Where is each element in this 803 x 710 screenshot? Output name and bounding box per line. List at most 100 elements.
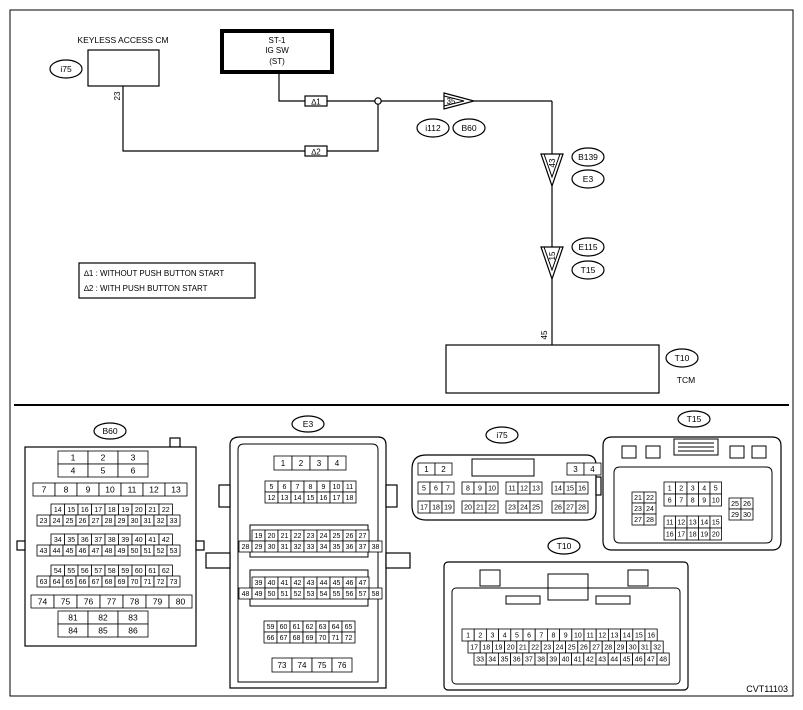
ignition-switch-line2: IG SW xyxy=(265,46,289,55)
e3-housing-outer xyxy=(229,436,387,689)
option-star1-text: ∆1 xyxy=(311,98,321,107)
b60-pin-number: 30 xyxy=(131,518,139,525)
e3-pin-number: 13 xyxy=(281,495,289,502)
e3-pin-number: 26 xyxy=(346,533,354,540)
b60-pin-number: 40 xyxy=(135,537,143,544)
e3-pin-number: 8 xyxy=(309,484,313,491)
t10-pin-number: 12 xyxy=(598,633,606,640)
t10-pin-number: 29 xyxy=(617,645,625,652)
e3-pin-number: 61 xyxy=(293,624,301,631)
t15-pin-cell xyxy=(709,527,722,541)
t15-key-3 xyxy=(729,445,745,459)
i75-pin-cell xyxy=(575,481,589,495)
b60-pin-number: 42 xyxy=(162,537,170,544)
t15-key-4 xyxy=(751,445,767,459)
b60-pin-number: 63 xyxy=(40,579,48,586)
t15-pin-number: 29 xyxy=(731,512,739,519)
e3-pin-number: 71 xyxy=(332,635,340,642)
b60-pin-number: 20 xyxy=(135,507,143,514)
e3-pin-number: 23 xyxy=(307,533,315,540)
t10-pin-number: 14 xyxy=(623,633,631,640)
b60-pin-number: 34 xyxy=(54,537,62,544)
i75-pin-number: 25 xyxy=(532,505,540,512)
t15-pin-number: 1 xyxy=(668,486,672,493)
t10-pin-number: 44 xyxy=(610,657,618,664)
t15-housing-inner xyxy=(613,466,773,544)
t15-pin-number: 21 xyxy=(634,495,642,502)
joint-connector-3-inner xyxy=(543,246,561,272)
e3-pin-number: 64 xyxy=(332,624,340,631)
e3-pin-number: 73 xyxy=(278,661,287,670)
e3-pin-cell xyxy=(341,631,356,644)
outer-frame xyxy=(9,9,794,697)
e3-pin-number: 14 xyxy=(294,495,302,502)
e3-pin-cell xyxy=(331,657,353,673)
b60-pin-number: 18 xyxy=(108,507,116,514)
e3-pin-number: 56 xyxy=(346,591,354,598)
i75-pin-number: 13 xyxy=(532,486,540,493)
e3-pin-number: 35 xyxy=(333,544,341,551)
b60-pin-number: 41 xyxy=(148,537,156,544)
connector-tag-b60-text: B60 xyxy=(461,123,476,133)
i75-pin-number: 12 xyxy=(520,486,528,493)
t10-pin-number: 19 xyxy=(495,645,503,652)
i75-pin-cell xyxy=(583,462,602,476)
t10-housing-outer xyxy=(443,561,689,691)
b60-pin-number: 68 xyxy=(105,579,113,586)
t10-pin-number: 35 xyxy=(501,657,509,664)
e3-pin-cell xyxy=(327,455,347,471)
i75-pin-number: 16 xyxy=(578,486,586,493)
connector-tag-i112 xyxy=(416,118,450,138)
e3-pin-number: 42 xyxy=(294,580,302,587)
connector-tag-e3 xyxy=(571,169,605,189)
b60-pin-number: 23 xyxy=(40,518,48,525)
e3-pin-number: 62 xyxy=(306,624,314,631)
t10-pin-number: 48 xyxy=(659,657,667,664)
e3-housing-inner xyxy=(237,443,379,683)
i75-housing xyxy=(411,454,597,521)
b60-pin-number: 58 xyxy=(108,568,116,575)
t10-pin-number: 13 xyxy=(611,633,619,640)
e3-pin-number: 36 xyxy=(346,544,354,551)
t10-pin-number: 32 xyxy=(653,645,661,652)
ignition-switch-line1: ST-1 xyxy=(269,36,286,45)
t10-pin-number: 11 xyxy=(586,633,593,640)
t10-lock xyxy=(547,573,589,601)
e3-pin-number: 1 xyxy=(281,459,286,468)
b60-pin-number: 76 xyxy=(84,597,94,607)
b60-pin-cell xyxy=(117,463,149,478)
b60-pin-number: 25 xyxy=(66,518,74,525)
t15-key-2 xyxy=(645,445,661,459)
b60-pin-number: 75 xyxy=(61,597,71,607)
t10-pin-cell xyxy=(656,652,670,666)
e3-pin-number: 21 xyxy=(281,533,289,540)
e3-pin-number: 2 xyxy=(299,459,304,468)
connector-title-t10-text: T10 xyxy=(557,541,572,551)
t15-pin-number: 18 xyxy=(689,532,697,539)
b60-pin-number: 45 xyxy=(66,548,74,555)
e3-mount-left xyxy=(205,552,231,569)
i75-pin-number: 19 xyxy=(444,505,452,512)
t10-pin-number: 9 xyxy=(564,633,568,640)
i75-pin-number: 17 xyxy=(420,505,428,512)
b60-pin-number: 46 xyxy=(79,548,87,555)
t10-pin-number: 46 xyxy=(635,657,643,664)
t15-pin-number: 8 xyxy=(691,498,695,505)
b60-pin-number: 50 xyxy=(131,548,139,555)
connector-tag-e115-text: E115 xyxy=(578,242,597,252)
b60-pin-number: 12 xyxy=(149,485,159,495)
i75-pin-number: 28 xyxy=(578,505,586,512)
t10-pin-number: 36 xyxy=(513,657,521,664)
b60-pin-number: 26 xyxy=(79,518,87,525)
t10-pin-number: 27 xyxy=(592,645,600,652)
b60-pin-number: 74 xyxy=(38,597,48,607)
t15-pin-number: 24 xyxy=(646,506,654,513)
i75-pin-number: 22 xyxy=(488,505,496,512)
e3-pin-number: 58 xyxy=(372,591,380,598)
e3-pin-number: 47 xyxy=(359,580,367,587)
b60-pin-number: 56 xyxy=(81,568,89,575)
t10-pin-number: 34 xyxy=(488,657,496,664)
t10-pin-number: 43 xyxy=(598,657,606,664)
e3-pin-number: 70 xyxy=(319,635,327,642)
